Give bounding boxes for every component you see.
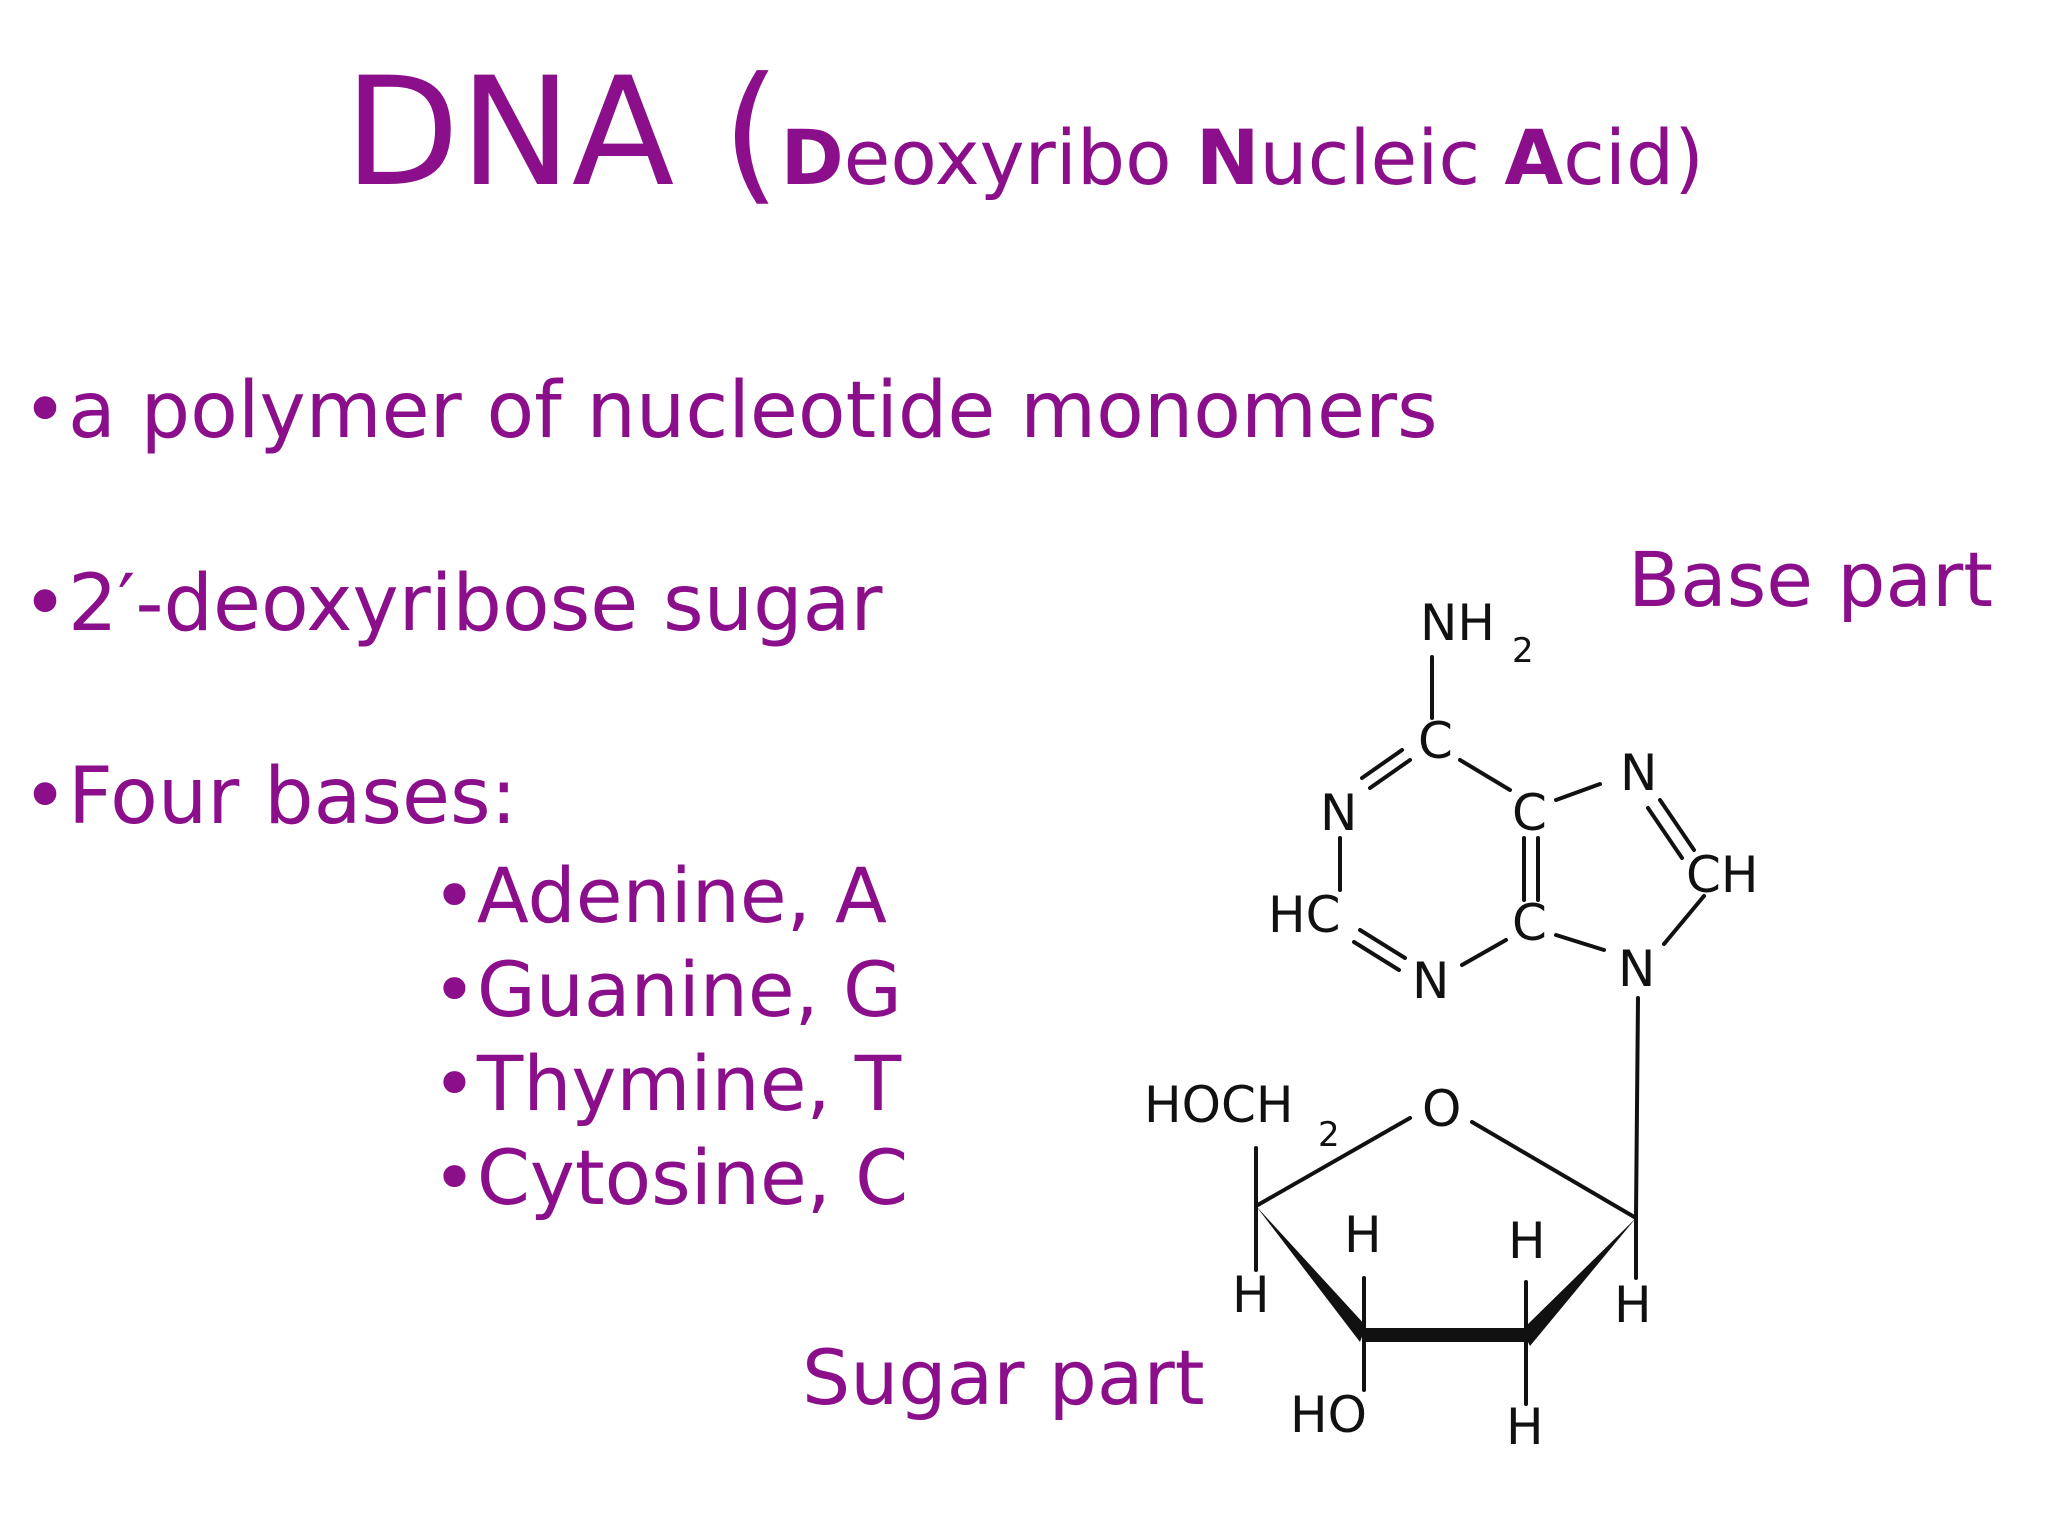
atom-h-c1prime: H — [1614, 1276, 1652, 1334]
bond-n7-c8-a — [1658, 798, 1696, 852]
atom-ring-oxygen: O — [1422, 1080, 1461, 1138]
atom-c5: C — [1512, 784, 1547, 842]
base-thymine: •Thymine, T — [432, 1039, 902, 1128]
title-letter-d: D — [780, 113, 844, 202]
bond-c6-c5 — [1458, 758, 1512, 792]
slide-title: DNA (Deoxyribo Nucleic Acid) — [0, 58, 2048, 208]
atom-n9: N — [1618, 940, 1655, 998]
title-text-d: eoxyribo — [843, 113, 1196, 202]
wedge-c4prime-c3prime — [1256, 1206, 1366, 1342]
atom-h-c2prime-down: H — [1506, 1398, 1544, 1456]
bond-c4-n9 — [1554, 933, 1606, 952]
bond-n9-c1prime — [1634, 996, 1640, 1218]
bullet-sugar: •2′-deoxyribose sugar — [22, 559, 883, 649]
bond-n3-c4 — [1460, 938, 1508, 967]
atom-c2: HC — [1268, 886, 1341, 944]
atom-h-c2prime: H — [1508, 1212, 1546, 1270]
atom-nh2-subscript: 2 — [1512, 631, 1534, 671]
bond-c4prime-o — [1254, 1116, 1412, 1208]
base-cytosine: •Cytosine, C — [432, 1133, 909, 1222]
label-sugar-part: Sugar part — [802, 1333, 1205, 1422]
base-guanine: •Guanine, G — [432, 945, 902, 1034]
title-text-a: cid) — [1563, 113, 1704, 202]
bond-c2-n3-b — [1352, 940, 1401, 972]
atom-h-c4prime: H — [1232, 1266, 1270, 1324]
structure-atom-labels: NH 2 C N C N CH HC C N N HOCH 2 O H H H … — [1144, 594, 1759, 1456]
atom-hoch2: HOCH — [1144, 1076, 1293, 1134]
atom-n7: N — [1620, 744, 1657, 802]
title-letter-n: N — [1195, 113, 1260, 202]
atom-n1: N — [1320, 784, 1357, 842]
title-text-n: ucleic — [1259, 113, 1505, 202]
bond-c2-n3-a — [1358, 928, 1407, 960]
structure-wedges — [1256, 1206, 1636, 1346]
atom-nh2: NH — [1420, 594, 1495, 652]
title-letter-a: A — [1504, 113, 1564, 202]
bond-c5-n7 — [1554, 782, 1602, 802]
bond-o-c1prime — [1470, 1120, 1638, 1220]
label-base-part: Base part — [1628, 535, 1994, 624]
atom-n3: N — [1412, 952, 1449, 1010]
bond-c6-n1-b — [1360, 748, 1404, 780]
atom-hoch2-subscript: 2 — [1318, 1115, 1340, 1155]
atom-ho-c3prime: HO — [1290, 1386, 1367, 1444]
bond-c8-n9 — [1662, 894, 1706, 946]
wedge-c1prime-c2prime — [1522, 1218, 1636, 1346]
bullet-four-bases: •Four bases: — [22, 752, 517, 842]
bond-n7-c8-b — [1646, 806, 1684, 860]
bullet-polymer: •a polymer of nucleotide monomers — [22, 366, 1438, 456]
bond-c6-n1-a — [1368, 758, 1412, 790]
atom-c6: C — [1418, 712, 1453, 770]
atom-c4: C — [1512, 894, 1547, 952]
title-dna: DNA ( — [344, 46, 781, 220]
base-adenine: •Adenine, A — [432, 851, 887, 940]
bold-bond-c3prime-c2prime — [1362, 1328, 1528, 1342]
atom-c8: CH — [1686, 846, 1759, 904]
atom-h-c3prime: H — [1344, 1206, 1382, 1264]
